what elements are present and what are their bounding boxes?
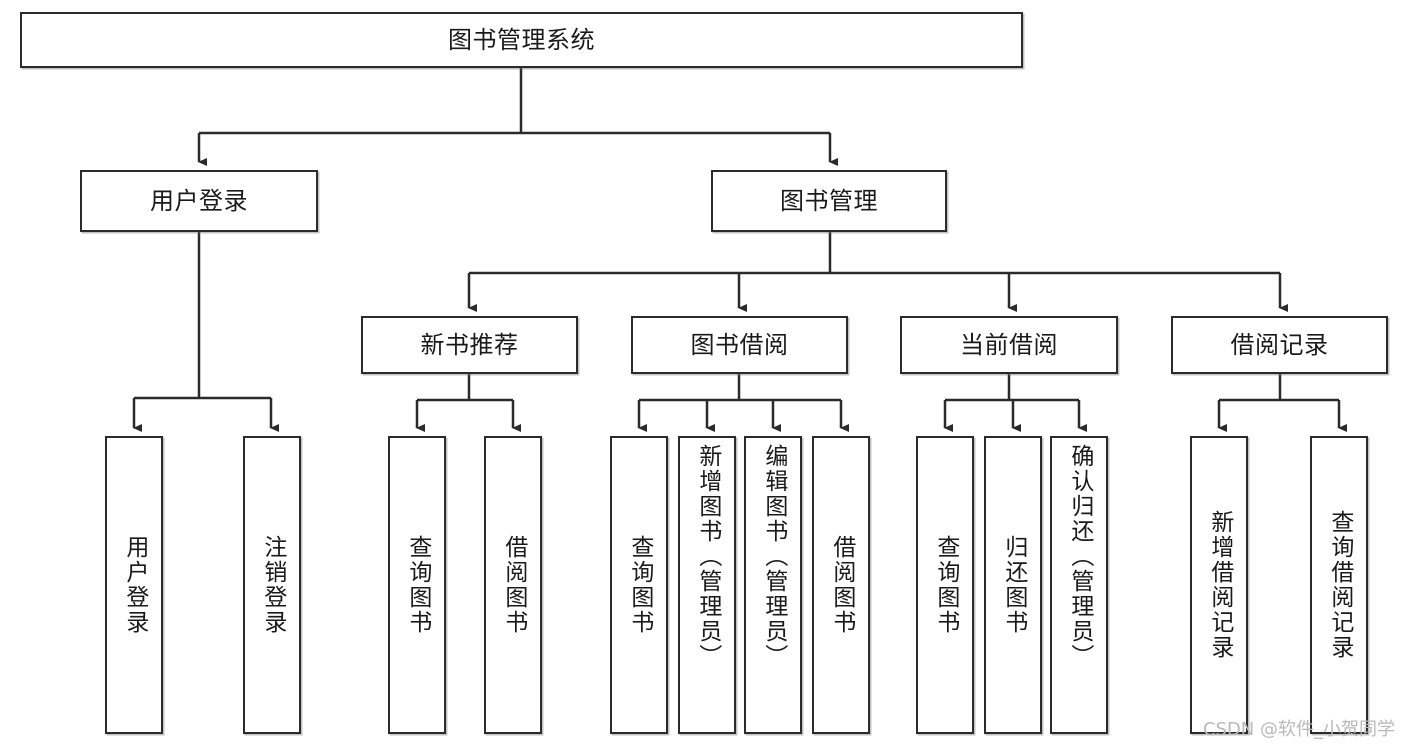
leaf-current-confirm-return-admin[interactable]: 确认归还（管理员） (1050, 436, 1108, 734)
leaf-borrow-edit-book-admin-label: 编辑图书（管理员） (760, 444, 787, 669)
leaf-borrow-add-book-admin[interactable]: 新增图书（管理员） (678, 436, 736, 734)
leaf-current-return-book-label: 归还图书 (1000, 535, 1027, 635)
node-current-borrow-label: 当前借阅 (960, 330, 1058, 359)
node-root[interactable]: 图书管理系统 (20, 12, 1023, 68)
leaf-record-add-borrow-record-label: 新增借阅记录 (1206, 510, 1233, 660)
leaf-current-return-book[interactable]: 归还图书 (984, 436, 1042, 734)
node-new-book-recommend-label: 新书推荐 (420, 330, 519, 359)
leaf-recommend-borrow-book[interactable]: 借阅图书 (484, 436, 542, 734)
node-new-book-recommend[interactable]: 新书推荐 (361, 316, 578, 374)
node-user-login[interactable]: 用户登录 (80, 170, 318, 232)
leaf-borrow-add-book-admin-label: 新增图书（管理员） (694, 444, 721, 669)
leaf-current-query-book[interactable]: 查询图书 (916, 436, 974, 734)
leaf-record-query-borrow-record[interactable]: 查询借阅记录 (1310, 436, 1368, 734)
node-user-login-label: 用户登录 (150, 186, 248, 215)
leaf-record-query-borrow-record-label: 查询借阅记录 (1326, 510, 1353, 660)
leaf-logout[interactable]: 注销登录 (243, 436, 301, 734)
node-current-borrow[interactable]: 当前借阅 (900, 316, 1118, 374)
node-borrow-record[interactable]: 借阅记录 (1171, 316, 1388, 374)
node-book-manage[interactable]: 图书管理 (711, 170, 947, 232)
node-root-label: 图书管理系统 (448, 25, 595, 54)
leaf-borrow-query-book-label: 查询图书 (626, 535, 653, 635)
leaf-borrow-do-borrow[interactable]: 借阅图书 (812, 436, 870, 734)
leaf-user-login-label: 用户登录 (121, 535, 148, 635)
csdn-watermark: CSDN @软件_小贺同学 (1202, 719, 1395, 740)
leaf-borrow-do-borrow-label: 借阅图书 (828, 535, 855, 635)
leaf-record-add-borrow-record[interactable]: 新增借阅记录 (1190, 436, 1248, 734)
leaf-current-query-book-label: 查询图书 (932, 535, 959, 635)
leaf-recommend-borrow-book-label: 借阅图书 (500, 535, 527, 635)
leaf-current-confirm-return-admin-label: 确认归还（管理员） (1066, 444, 1093, 669)
node-book-manage-label: 图书管理 (780, 186, 878, 215)
leaf-borrow-edit-book-admin[interactable]: 编辑图书（管理员） (744, 436, 802, 734)
node-book-borrow-label: 图书借阅 (690, 330, 789, 359)
leaf-recommend-query-book[interactable]: 查询图书 (388, 436, 446, 734)
leaf-user-login[interactable]: 用户登录 (105, 436, 163, 734)
leaf-borrow-query-book[interactable]: 查询图书 (610, 436, 668, 734)
node-book-borrow[interactable]: 图书借阅 (631, 316, 848, 374)
leaf-recommend-query-book-label: 查询图书 (404, 535, 431, 635)
node-borrow-record-label: 借阅记录 (1230, 330, 1329, 359)
leaf-logout-label: 注销登录 (259, 535, 286, 635)
